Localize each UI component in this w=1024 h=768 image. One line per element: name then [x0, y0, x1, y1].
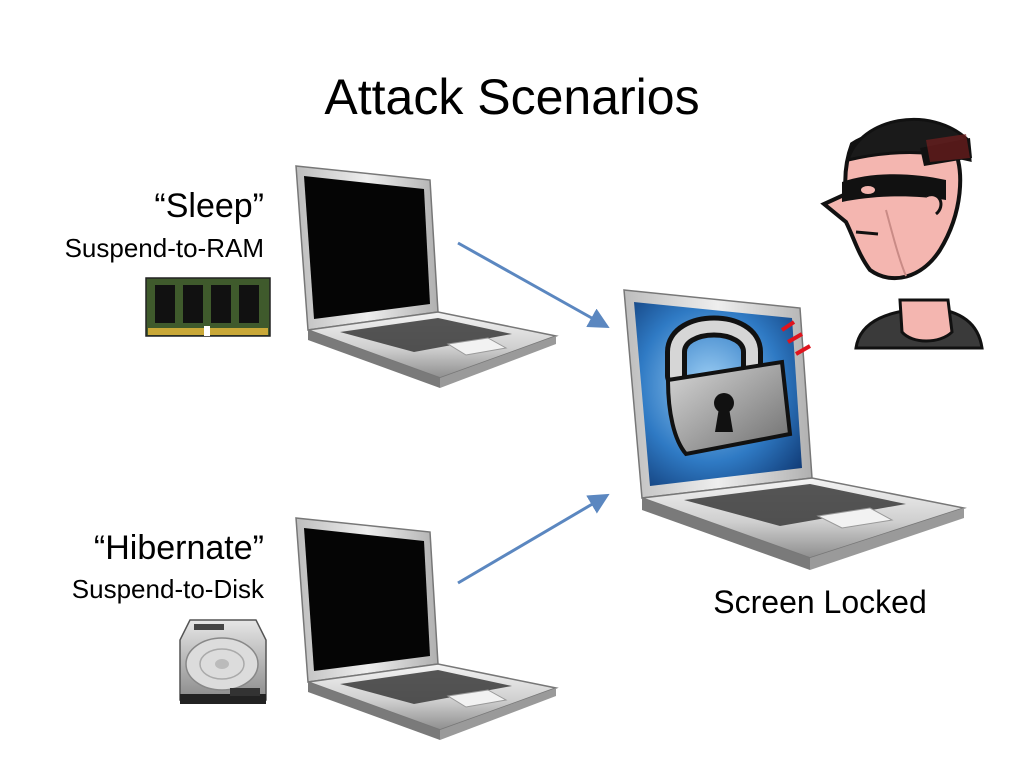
hibernate-to-locked-arrow — [457, 493, 610, 585]
slide-title: Attack Scenarios — [324, 69, 700, 125]
sleep-laptop — [295, 165, 559, 388]
hibernate-label: “Hibernate” — [93, 529, 264, 567]
hibernate-sublabel: Suspend-to-Disk — [71, 574, 264, 604]
alert-marks-icon — [780, 320, 811, 356]
hard-drive-icon — [179, 619, 267, 704]
hibernate-laptop — [295, 517, 559, 740]
sleep-to-locked-arrow — [457, 241, 610, 329]
ram-module-icon — [145, 277, 271, 337]
sleep-label: “Sleep” — [154, 187, 264, 225]
padlock-icon — [665, 315, 793, 457]
burglar-icon — [820, 117, 984, 350]
screen-locked-caption: Screen Locked — [713, 584, 927, 620]
sleep-sublabel: Suspend-to-RAM — [64, 233, 264, 263]
